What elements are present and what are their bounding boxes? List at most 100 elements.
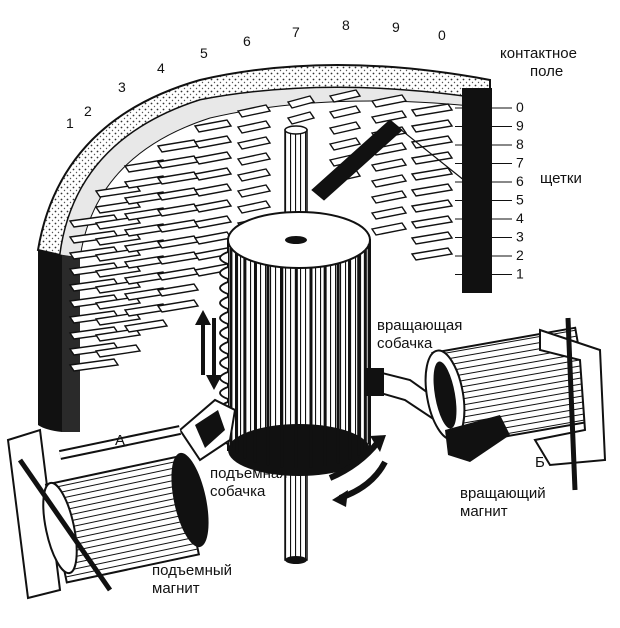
contact-plate [236,168,272,182]
side-number-label: 1 [516,266,524,282]
text-labels: контактное поле щетки вращающая собачка … [115,45,582,597]
contact-plate [410,151,454,165]
top-number-label: 0 [438,27,446,43]
lifting-pawl [178,398,237,462]
lifting-pawl-label-2: собачка [210,483,266,500]
rotating-magnet-label-1: вращающий [460,485,546,502]
drum-disc [219,251,229,265]
contact-plate [236,136,272,150]
contact-plate [410,135,454,149]
contact-plate [370,190,408,204]
contact-plate [193,151,233,165]
contact-plate [328,137,362,151]
top-number-label: 7 [292,24,300,40]
drum-disc [219,341,229,355]
drum-disc [219,326,229,340]
contact-plate [156,283,200,297]
contact-plate [370,110,408,124]
rotating-pawl-label-1: вращающая [377,317,462,334]
contact-plate [370,94,408,108]
side-number-label: 9 [516,118,524,134]
contact-plate [156,251,200,265]
lifting-magnet-label-1: подъемный [152,562,232,579]
contact-plate [156,139,200,153]
contact-plate [410,215,454,229]
brush-arm [311,119,471,201]
rotating-pawl-label-2: собачка [377,335,433,352]
contact-field-label-2: поле [530,63,563,80]
contact-plate [193,167,233,181]
contact-plate [156,299,200,313]
top-number-label: 6 [243,33,251,49]
top-number-label: 3 [118,79,126,95]
top-number-label: 5 [200,45,208,61]
contact-plate [156,267,200,281]
contact-plate [94,344,142,358]
contact-field-bank [36,64,492,432]
brushes-label: щетки [540,170,582,187]
contact-plate [156,219,200,233]
contact-plate [410,103,454,117]
side-number-label: 8 [516,136,524,152]
contact-plate [328,105,362,119]
drum-disc [219,311,229,325]
contact-plate [193,119,233,133]
lifting-magnet-label-2: магнит [152,580,200,597]
drum-disc [219,356,229,370]
contact-plate [410,183,454,197]
contact-plate [156,203,200,217]
contact-plate [236,152,272,166]
top-number-label: 8 [342,17,350,33]
contact-plate [410,119,454,133]
drum-disc [219,296,229,310]
ratchet-teeth [229,244,371,468]
magnet-a-letter: А [115,432,125,449]
contact-plate [410,199,454,213]
contact-plate [156,171,200,185]
ratchet-drum [219,211,371,476]
contact-plate [236,104,272,118]
side-number-label: 2 [516,247,524,263]
drum-disc [219,371,229,385]
contact-plate [156,155,200,169]
magnet-b-letter: Б [535,454,545,471]
contact-plate [370,174,408,188]
lifting-magnet [6,425,209,600]
contact-plate [370,222,408,236]
contact-plate [370,158,408,172]
side-number-label: 4 [516,210,524,226]
contact-plate [410,247,454,261]
lifting-pawl-label-1: подъемная [210,465,287,482]
contact-plate [328,121,362,135]
drum-disc [219,386,229,400]
rotating-magnet [424,317,607,491]
contact-plate [156,187,200,201]
side-number-label: 6 [516,173,524,189]
bank-end-wall [462,88,492,293]
contact-plate [68,358,120,372]
side-number-label: 7 [516,155,524,171]
top-number-label: 4 [157,60,165,76]
contact-plate [236,120,272,134]
contact-plate [410,231,454,245]
contact-plate [193,135,233,149]
top-number-label: 9 [392,19,400,35]
contact-plate [123,319,169,333]
side-number-label: 0 [516,99,524,115]
rotating-magnet-label-2: магнит [460,503,508,520]
drum-disc [219,266,229,280]
contact-plate [410,167,454,181]
top-number-label: 2 [84,103,92,119]
contact-plate [236,184,272,198]
contact-plate [328,89,362,103]
drum-disc [219,281,229,295]
contact-plate [236,200,272,214]
contact-plate [286,95,316,109]
contact-plate [156,235,200,249]
contact-plate [193,215,233,229]
contact-plate [193,183,233,197]
